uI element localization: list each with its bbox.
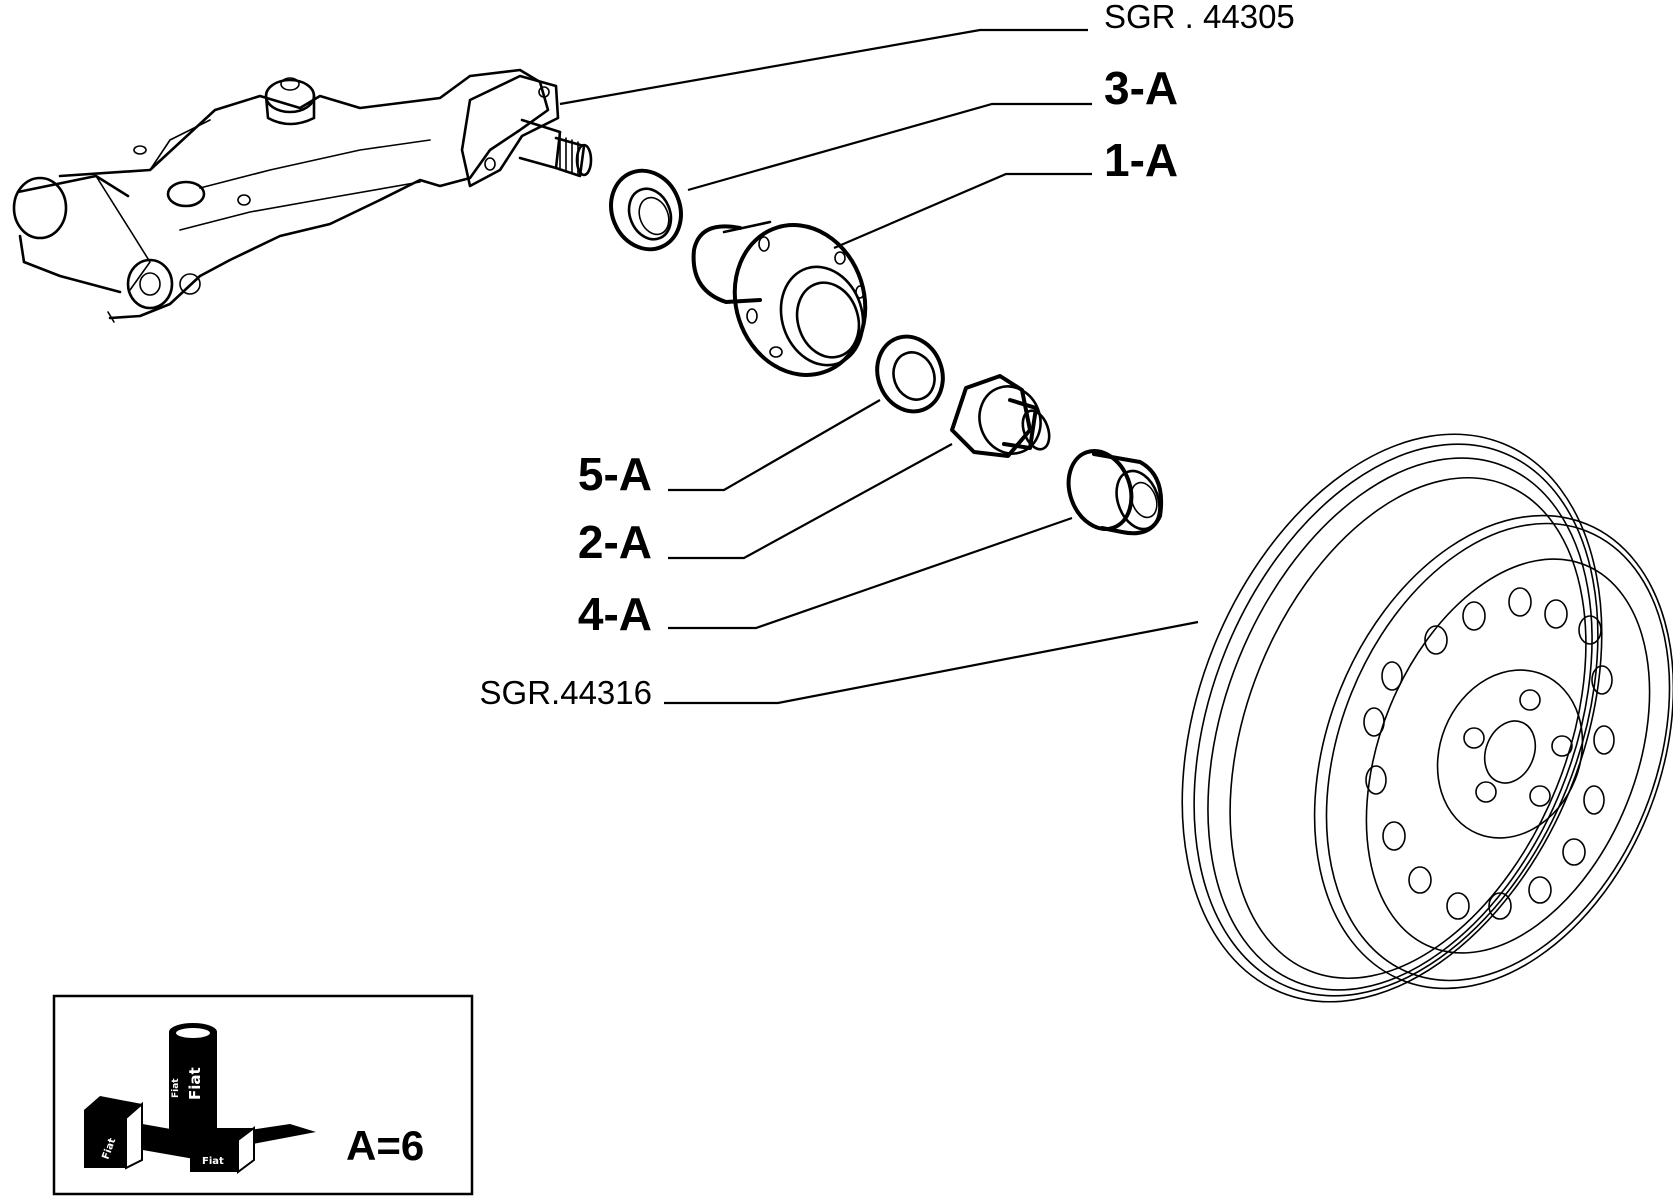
fiat-products-icon: Fiat Fiat Fiat Fiat — [84, 1023, 316, 1174]
rear-trailing-arm[interactable] — [12, 68, 593, 323]
label-ref-wheel: SGR.44316 — [480, 674, 652, 711]
logo-text-can: Fiat — [186, 1067, 204, 1100]
rim-vent-holes — [1363, 587, 1615, 920]
quantity-legend: Fiat Fiat Fiat Fiat A=6 — [52, 994, 474, 1196]
quantity-label: A=6 — [346, 1122, 424, 1169]
leader-lines — [559, 28, 1199, 705]
label-part-2a: 2-A — [578, 516, 652, 568]
steel-wheel-rim[interactable] — [1103, 372, 1673, 1065]
logo-text-can-small: Fiat — [171, 1078, 181, 1098]
label-part-1a: 1-A — [1104, 134, 1178, 186]
label-part-3a: 3-A — [1104, 62, 1178, 114]
rim-bolt-holes — [1463, 689, 1573, 807]
part-4a-dust-cap[interactable] — [1058, 442, 1167, 538]
label-part-5a: 5-A — [578, 448, 652, 500]
part-2a-hub-nut[interactable] — [950, 374, 1054, 462]
logo-text-box-right: Fiat — [202, 1156, 224, 1167]
part-3a-seal[interactable] — [599, 160, 692, 260]
part-5a-bearing[interactable] — [867, 327, 953, 420]
part-1a-wheel-hub[interactable] — [691, 208, 885, 392]
label-part-4a: 4-A — [578, 588, 652, 640]
label-ref-arm: SGR . 44305 — [1104, 0, 1295, 35]
